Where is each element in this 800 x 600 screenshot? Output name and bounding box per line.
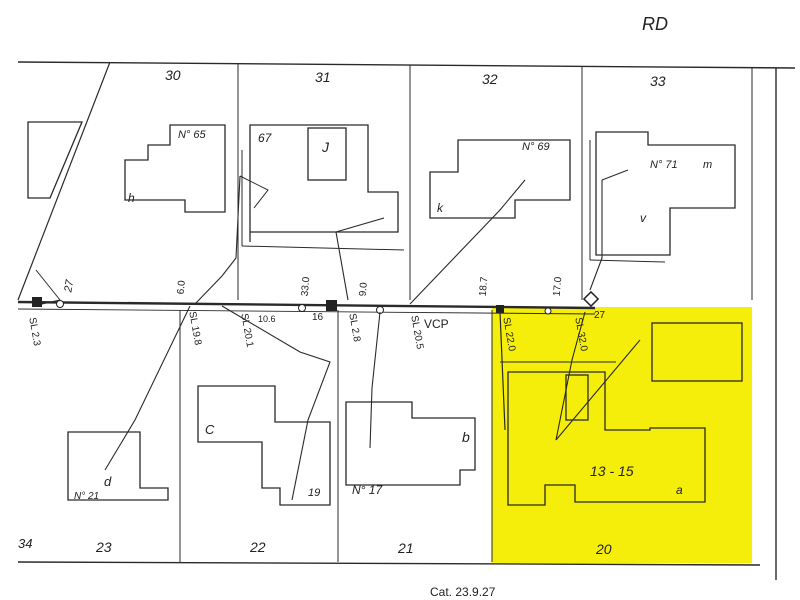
lot-number-23: 23 — [95, 539, 112, 555]
sewer-measure-label: 10.6 — [258, 314, 276, 324]
branch-drain — [589, 180, 603, 291]
lot-number-32: 32 — [482, 71, 498, 87]
sewer-chainage-label: 6.0 — [176, 280, 188, 295]
building-letter-k: k — [437, 201, 444, 215]
branch-drain — [555, 311, 586, 441]
branch-drain — [555, 339, 641, 441]
building-outline-30[interactable] — [124, 124, 226, 213]
building-number-21: N° 21 — [74, 491, 99, 502]
frame-bottom — [17, 561, 761, 566]
sewer-chainage-label: 17.0 — [552, 276, 565, 297]
manhole-marker[interactable] — [326, 300, 337, 311]
building-annex-20-b — [565, 374, 589, 421]
building-annex-20 — [651, 322, 743, 382]
highlighted-lot-20[interactable] — [492, 307, 752, 563]
branch-drain — [221, 305, 331, 501]
branch-drain — [335, 217, 385, 301]
lot-number-34: 34 — [18, 536, 32, 551]
lot-number-30: 30 — [165, 67, 181, 83]
building-alt-m: m — [703, 159, 712, 171]
boundary-fence — [241, 245, 405, 251]
building-outline-21[interactable] — [345, 401, 476, 486]
building-outline-34 — [27, 121, 83, 199]
building-number-67: 67 — [258, 131, 273, 145]
sewer-depth-label: SL 2.8 — [346, 313, 362, 343]
lot-number-20: 20 — [595, 541, 612, 557]
building-number-13-15: 13 - 15 — [590, 463, 634, 479]
manhole-marker[interactable] — [582, 290, 600, 308]
junction-marker[interactable] — [56, 300, 64, 308]
branch-drain — [104, 305, 191, 471]
branch-drain — [239, 175, 269, 209]
building-letter-h: h — [128, 191, 135, 205]
building-number-71: N° 71 — [650, 159, 678, 171]
frame-top — [17, 61, 796, 69]
sewer-chainage-label: 18.7 — [478, 276, 491, 297]
branch-drain — [409, 179, 526, 305]
building-outline-23[interactable] — [67, 431, 169, 501]
footer-catalog-note: Cat. 23.9.27 — [430, 585, 496, 599]
road-label: RD — [642, 14, 668, 34]
lot-number-33: 33 — [650, 73, 666, 89]
sewer-depth-label: SL 2.3 — [26, 317, 42, 347]
boundary-fence — [589, 259, 666, 263]
building-annex-31 — [307, 127, 347, 181]
main-sewer-edge — [17, 308, 596, 315]
branch-drain — [194, 175, 241, 305]
manhole-marker[interactable] — [496, 305, 504, 313]
lot-number-22: 22 — [249, 539, 266, 555]
building-letter-j: J — [321, 139, 330, 155]
sewer-measure-label: 16 — [312, 312, 324, 323]
building-number-69: N° 69 — [522, 141, 550, 153]
sewer-depth-label: SL 20.5 — [408, 315, 425, 351]
lot-number-21: 21 — [397, 540, 414, 556]
building-letter-d: d — [104, 474, 112, 489]
branch-drain — [499, 311, 506, 431]
sewer-measure-label: 27 — [594, 310, 606, 321]
frame-left-diagonal — [17, 61, 111, 301]
sewer-depth-label: SL 20.1 — [238, 313, 255, 349]
building-number-19: 19 — [308, 487, 320, 499]
building-number-65: N° 65 — [178, 129, 207, 141]
junction-marker[interactable] — [544, 307, 552, 315]
sewer-material-label: VCP — [424, 317, 449, 331]
building-number-17: N° 17 — [352, 483, 383, 497]
main-sewer-line — [17, 300, 596, 310]
sewer-depth-label: SL 19.8 — [186, 311, 203, 347]
building-outline-20[interactable] — [507, 371, 706, 506]
lot-number-31: 31 — [315, 69, 331, 85]
building-outline-31[interactable] — [249, 124, 399, 242]
building-letter-v: v — [640, 211, 647, 225]
manhole-marker[interactable] — [32, 297, 42, 307]
branch-drain — [601, 169, 629, 181]
junction-marker[interactable] — [298, 304, 306, 312]
building-outline-22[interactable] — [197, 385, 331, 506]
building-outline-32[interactable] — [429, 139, 571, 219]
branch-drain — [35, 269, 61, 305]
building-outline-33[interactable] — [595, 131, 736, 256]
sewer-chainage-label: 33.0 — [300, 276, 313, 297]
lot-number-west: 27 — [62, 278, 76, 294]
building-letter-b: b — [462, 429, 470, 445]
building-letter-a: a — [676, 483, 683, 497]
branch-drain — [369, 311, 381, 449]
building-letter-c: C — [205, 422, 215, 437]
sewer-chainage-label: 9.0 — [358, 282, 370, 297]
